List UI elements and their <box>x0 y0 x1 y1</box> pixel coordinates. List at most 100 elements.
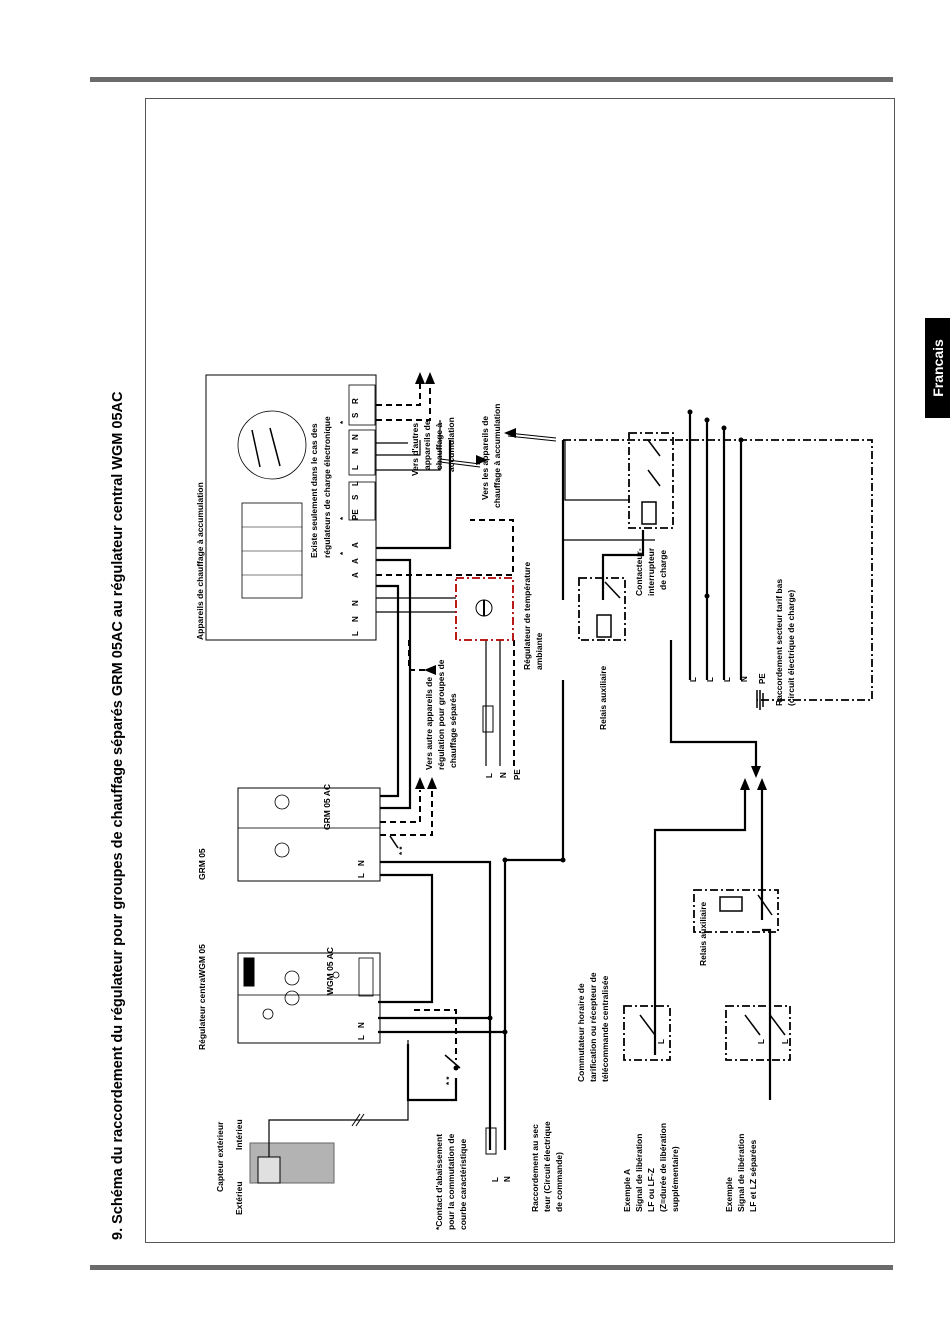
switch-l-1: L <box>657 1039 666 1044</box>
label-raccord-sec-3: de commande) <box>554 1152 564 1212</box>
label-vers-autres-4: accumulation <box>446 417 456 472</box>
label-grm05: GRM 05 <box>197 848 207 880</box>
label-vers-les-1: Vers les appareils de <box>480 416 490 500</box>
term-n-3: N <box>740 676 749 682</box>
label-exA-5: supplémentaire) <box>670 1146 680 1212</box>
term-s-1: S <box>351 494 360 500</box>
label-vers-reg-3: chauffage séparés <box>448 693 458 768</box>
label-regulateur-central: Régulateur centraWGM 05 <box>197 944 207 1050</box>
label-relais-aux-1: Relais auxiliaire <box>598 665 608 730</box>
label-contacteur-1: Contacteur- <box>634 548 644 596</box>
label-vers-les-2: chauffage à accumulation <box>492 404 502 508</box>
heater-thermostat-dial <box>237 410 307 480</box>
term-l-4: L <box>706 677 715 682</box>
label-regulateur-temp-2: ambiante <box>534 632 544 670</box>
label-relais-aux-2: Relais auxiliaire <box>698 901 708 966</box>
term-a-1: A <box>351 572 360 578</box>
label-exA-3: LF ou LF-Z <box>646 1168 656 1212</box>
term-n-wgm: N <box>357 1022 366 1028</box>
label-contact-2: pour la commutation de <box>446 1133 456 1230</box>
label-vers-autres-1: Vers d'autres <box>410 423 420 476</box>
label-vers-autres-2: appareils de <box>422 420 432 470</box>
sensor-body <box>257 1156 281 1184</box>
label-exB-1: Exemple <box>724 1177 734 1212</box>
contactor-coil <box>641 501 657 525</box>
label-exB-2: Signal de libération <box>736 1134 746 1212</box>
term-n-2: N <box>499 772 508 778</box>
relay-coil-1 <box>596 614 612 638</box>
bottom-rule <box>90 1265 893 1270</box>
wgm-dial-1 <box>284 990 300 1006</box>
label-appareils: Appareils de chauffage à accumulation <box>195 482 205 640</box>
label-commutateur-1: Commutateur horaire de <box>576 983 586 1082</box>
label-contacteur-2: interrupteur <box>646 547 656 596</box>
label-commutateur-3: télécommande centralisée <box>600 975 610 1082</box>
label-capteur: Capteur extérieur <box>215 1121 225 1192</box>
term-l-2: L <box>485 773 494 778</box>
label-contact-3: courbe caractéristique <box>458 1139 468 1230</box>
diagram-frame <box>145 98 895 1243</box>
label-contact-1: *Contact d'abaissement <box>434 1134 444 1230</box>
term-n-1: N <box>503 1176 512 1182</box>
label-raccord-sec-2: teur (Circuit électrique <box>542 1121 552 1212</box>
term-l-grm: L <box>357 873 366 878</box>
fuse-2 <box>485 1127 497 1155</box>
wgm-dial-3 <box>262 1008 274 1020</box>
term-n-heater-1: N <box>351 616 360 622</box>
label-grm-model: GRM 05 AC <box>322 784 332 830</box>
wgm-dial-2 <box>284 970 300 986</box>
label-vers-reg-1: Vers autre appareils de <box>424 677 434 770</box>
term-l-1: L <box>491 1177 500 1182</box>
fuse-1 <box>482 705 494 733</box>
term-a-2: A <box>351 558 360 564</box>
switch-l-2: L <box>757 1039 766 1044</box>
term-n-heater-2: N <box>351 600 360 606</box>
top-rule <box>90 77 893 82</box>
term-pe-2: PE <box>513 769 522 780</box>
term-l-heater-3: L <box>351 465 360 470</box>
term-a-3: A <box>351 542 360 548</box>
grm-contact-stars: * * <box>398 846 407 855</box>
term-pe-heater: PE <box>351 509 360 520</box>
term-l-5: L <box>723 677 732 682</box>
label-wgm-model: WGM 05 AC <box>325 947 335 995</box>
label-exB-3: LF et LZ séparées <box>748 1139 758 1212</box>
label-existe-1: Existe seulement dans le cas des <box>309 423 319 558</box>
grm-dial-2 <box>274 842 290 858</box>
term-n-grm: N <box>357 860 366 866</box>
term-l-heater-2: L <box>351 481 360 486</box>
wgm-display <box>243 957 255 987</box>
label-raccord-sec-1: Raccordement au sec <box>530 1124 540 1212</box>
label-raccord-bas-1: Raccordement secteur tarif bas <box>774 579 784 706</box>
contact-stars: * * <box>445 1076 454 1085</box>
storage-heater-box <box>205 374 377 641</box>
heater-star-1: * <box>339 551 348 555</box>
label-existe-2: régulateurs de charge électronique <box>322 416 332 558</box>
term-l-wgm: L <box>357 1035 366 1040</box>
label-interieu: Intérieu <box>234 1119 244 1150</box>
label-exA-4: (Z=durée de libération <box>658 1123 668 1212</box>
term-pe-3: PE <box>758 673 767 684</box>
label-commutateur-2: tarification ou récepteur de <box>588 972 598 1082</box>
term-n-heater-3: N <box>351 448 360 454</box>
label-regulateur-temp-1: Régulateur de température <box>522 562 532 670</box>
grm-05-box <box>237 787 381 882</box>
relay-coil-2 <box>719 896 743 912</box>
label-exterieu: Extérieu <box>234 1181 244 1215</box>
label-raccord-bas-2: (circuit électrique de charge) <box>786 590 796 706</box>
term-n-heater-4: N <box>351 434 360 440</box>
heater-star-3: * <box>339 420 348 424</box>
switch-l-3: L <box>781 1039 790 1044</box>
heater-star-2: * <box>339 516 348 520</box>
grm-dial-1 <box>274 794 290 810</box>
term-l-3: L <box>689 677 698 682</box>
label-vers-autres-3: chauffage à <box>434 422 444 470</box>
label-exA-2: Signal de libération <box>634 1134 644 1212</box>
label-contacteur-3: de charge <box>658 550 668 590</box>
term-s-2: S <box>351 412 360 418</box>
term-r: R <box>351 398 360 404</box>
label-vers-reg-2: régulation pour groupes de <box>436 659 446 770</box>
label-exA-1: Exemple A <box>622 1169 632 1212</box>
language-tab: Francais <box>925 318 950 418</box>
